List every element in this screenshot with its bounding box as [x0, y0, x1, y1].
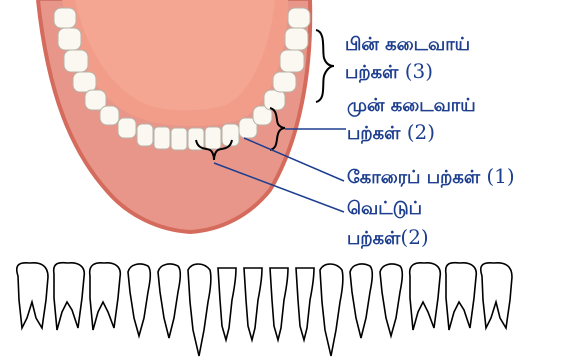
tooth-molar	[410, 263, 441, 330]
tooth-molar	[54, 263, 85, 330]
tooth-molar	[446, 263, 477, 330]
tooth-premolar	[158, 264, 180, 338]
tooth-incisor	[244, 268, 262, 340]
arch-tooth	[118, 118, 136, 138]
canines-label: கோரைப் பற்கள் (1)	[347, 165, 515, 189]
canines-name: கோரைப் பற்கள்	[347, 167, 480, 188]
tooth-canine	[188, 264, 211, 356]
arch-tooth	[285, 28, 308, 50]
premolars-label-line2: பற்கள் (2)	[347, 121, 435, 145]
molars-count: (3)	[405, 59, 433, 83]
arch-tooth	[264, 90, 285, 110]
tooth-row	[17, 263, 512, 356]
molars-suffix: பற்கள்	[345, 62, 398, 83]
arch-tooth	[54, 8, 76, 28]
tooth-molar	[17, 263, 48, 328]
arch-tooth	[73, 72, 96, 92]
arch-tooth	[280, 50, 304, 72]
tooth-premolar	[350, 264, 372, 338]
tooth-incisor	[270, 268, 288, 340]
arch-tooth	[100, 106, 119, 125]
incisors-label-line2: பற்கள்(2)	[347, 226, 429, 250]
canines-count: (1)	[486, 164, 514, 188]
tooth-canine	[320, 264, 343, 356]
incisors-label-line1: வெட்டுப்	[347, 198, 422, 220]
molars-label-line2: பற்கள் (3)	[345, 60, 433, 84]
incisors-suffix: பற்கள்	[347, 228, 400, 249]
arch-tooth	[205, 127, 221, 149]
tooth-molar	[481, 263, 512, 328]
incisors-count: (2)	[400, 225, 428, 249]
premolars-label-line1: முன் கடைவாய்	[347, 95, 476, 117]
premolars-count: (2)	[407, 120, 435, 144]
tooth-incisor	[218, 268, 236, 340]
arch-tooth	[171, 128, 187, 150]
premolars-suffix: பற்கள்	[347, 123, 400, 144]
tooth-molar	[90, 263, 121, 330]
arch-tooth	[58, 28, 81, 50]
arch-tooth	[64, 50, 88, 72]
molars-brace	[316, 30, 334, 102]
molars-label-line1: பின் கடைவாய்	[345, 34, 470, 56]
tooth-premolar	[128, 264, 150, 336]
tooth-premolar	[380, 264, 402, 336]
arch-tooth	[137, 124, 153, 146]
tooth-incisor	[296, 268, 314, 340]
arch-tooth	[273, 72, 296, 92]
arch-tooth	[154, 127, 170, 149]
arch-tooth	[288, 8, 310, 28]
